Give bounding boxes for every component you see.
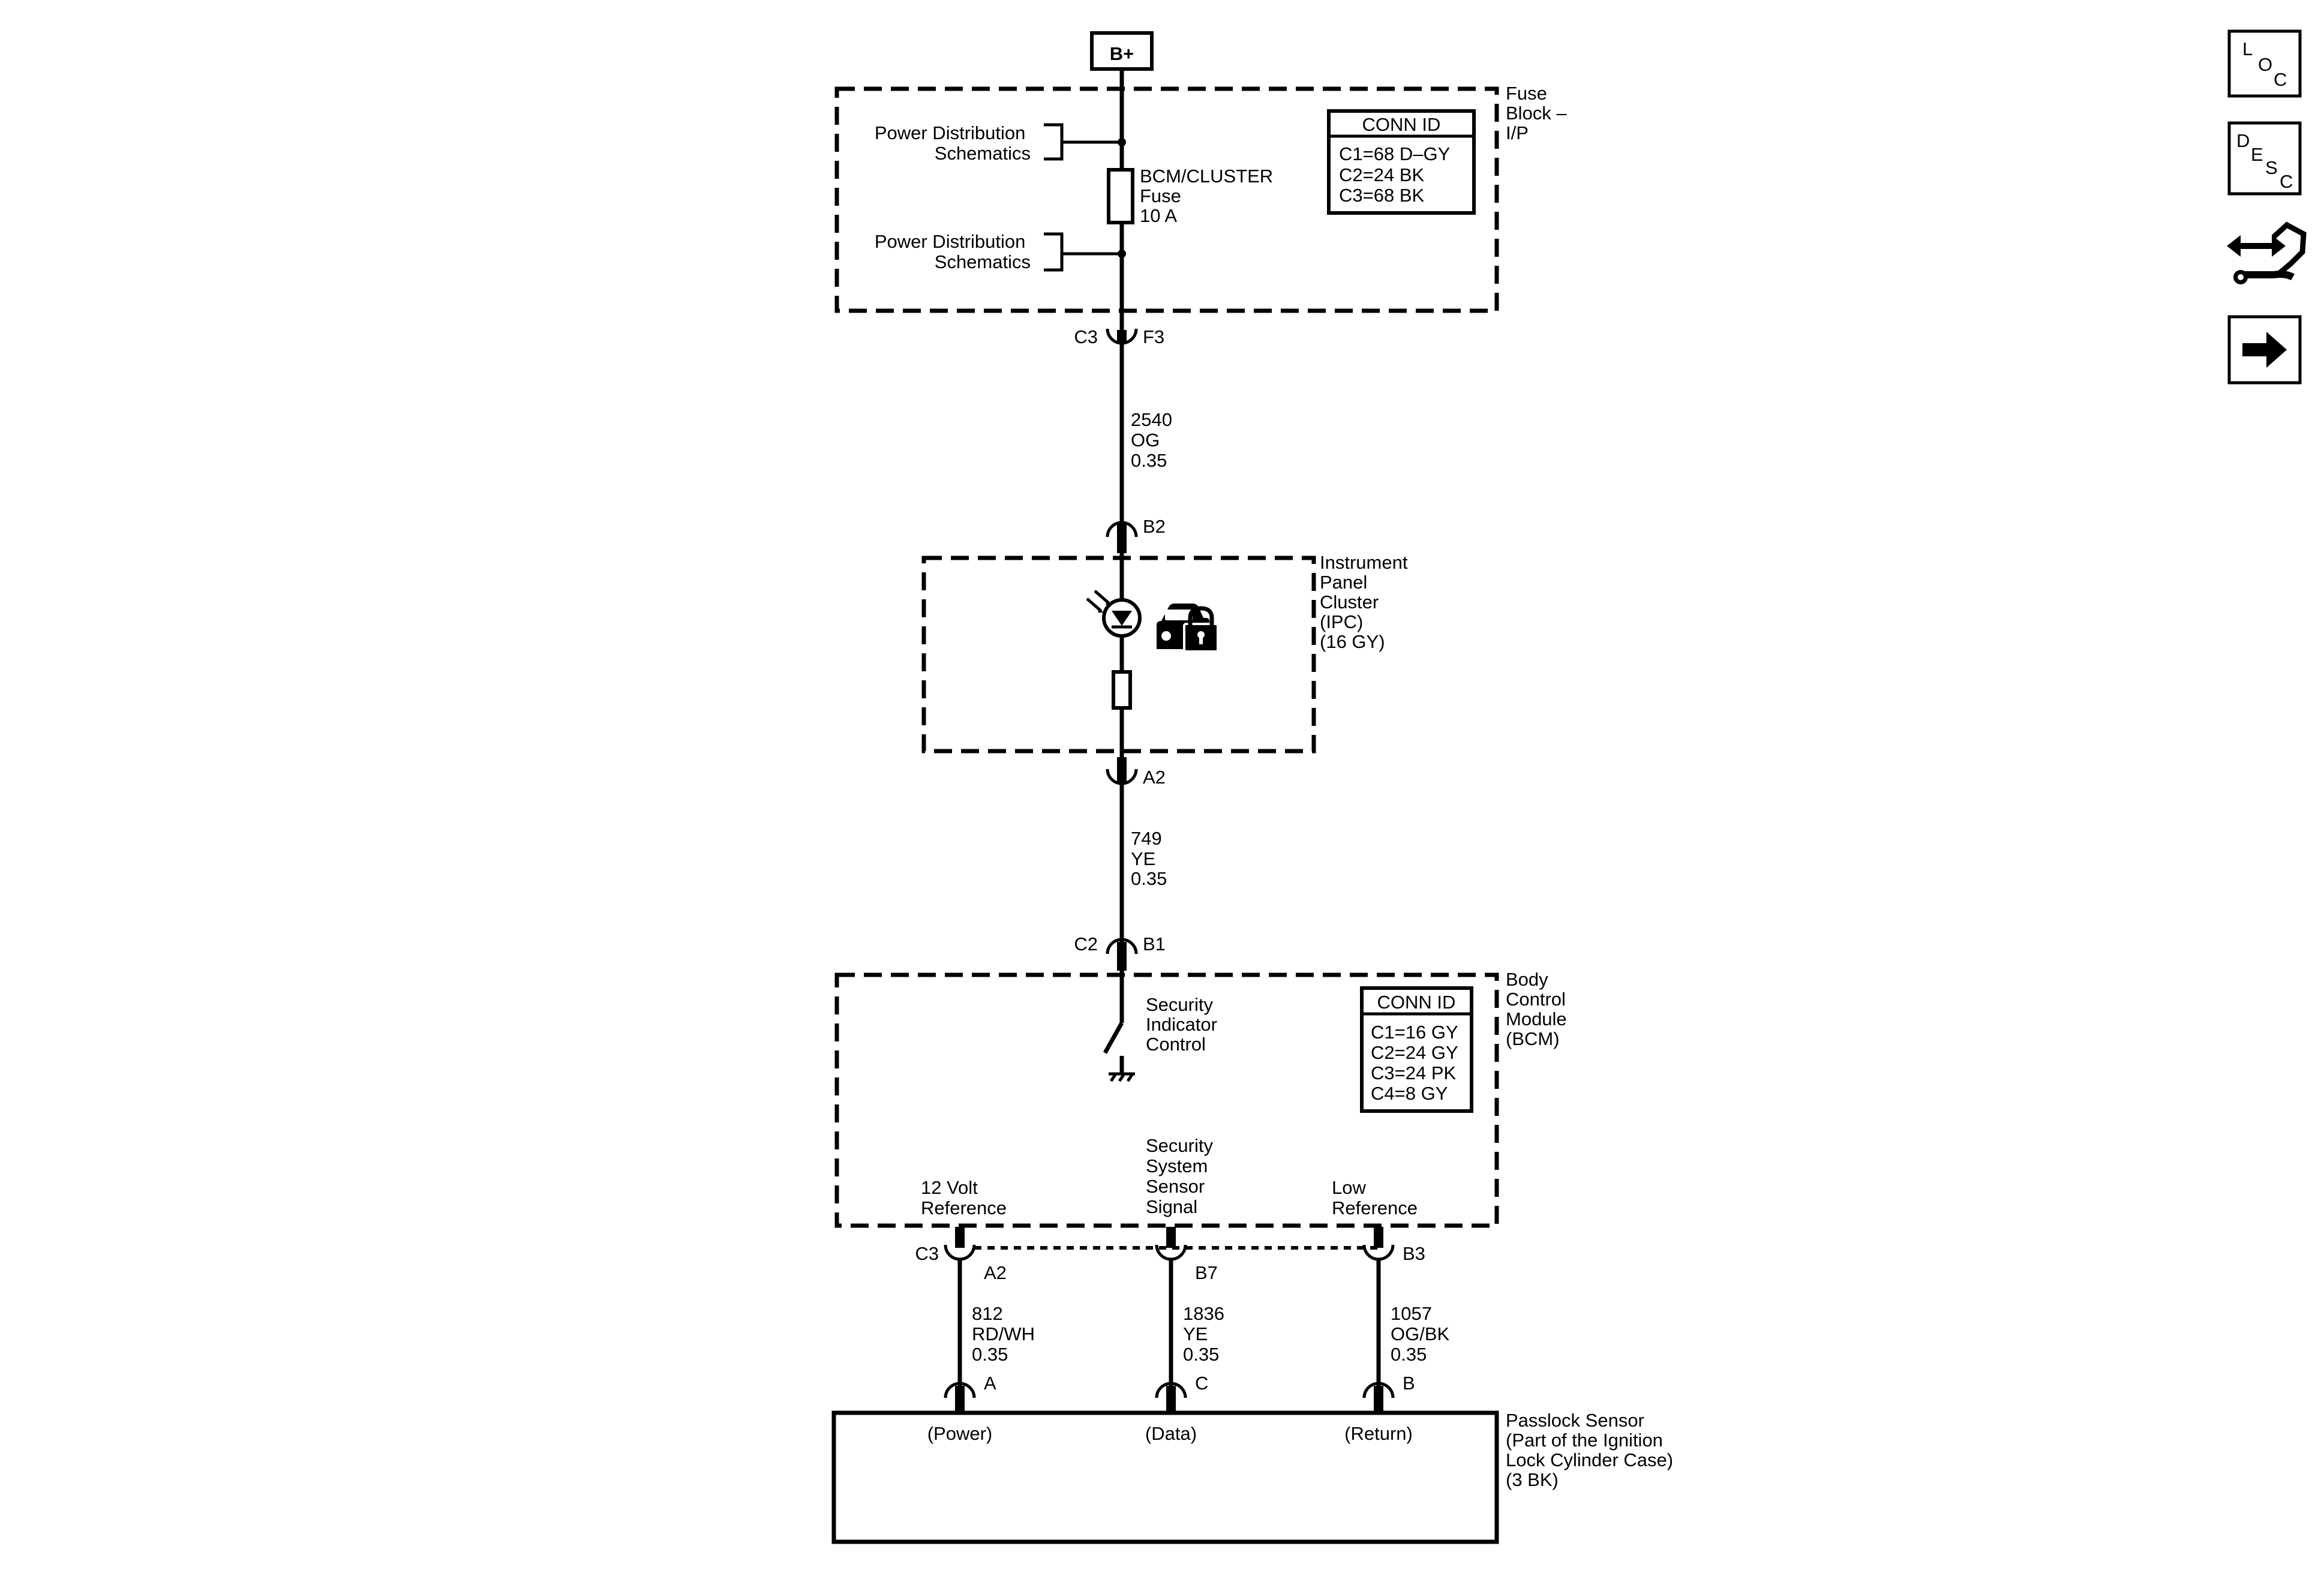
wire-812-label: 812 RD/WH 0.35 (972, 1303, 1040, 1365)
svg-text:CONN ID: CONN ID (1377, 992, 1456, 1013)
svg-text:C: C (1195, 1373, 1208, 1394)
power-distribution-bottom[interactable]: Power Distribution Schematics (875, 231, 1126, 272)
wire-1057-label: 1057 OG/BK 0.35 (1391, 1303, 1455, 1365)
led-icon (1086, 590, 1142, 638)
svg-text:C1=16 GY C2=24 GY: C1=16 GY C2=24 GY C3=24 PK C4=8 GY (1371, 1022, 1463, 1104)
power-distribution-top[interactable]: Power Distribution Schematics (875, 122, 1126, 164)
instrument-panel-cluster: Instrument Panel Cluster (IPC) (16 GY) (921, 552, 1413, 757)
svg-text:C1=68 D–GY C2=24 BK: C1=68 D–GY C2=24 BK C3=68 BK (1339, 143, 1455, 206)
svg-text:CONN ID: CONN ID (1362, 114, 1441, 135)
svg-text:O: O (2258, 54, 2272, 75)
security-indicator-switch (1103, 971, 1135, 1082)
passlock-name: Passlock Sensor (Part of the Ignition Lo… (1506, 1410, 1679, 1490)
fuse-symbol (1107, 168, 1134, 224)
low-ref-label: Low Reference (1332, 1177, 1418, 1218)
fuse-block-name: Fuse Block – I/P (1506, 83, 1572, 143)
supply-label: B+ (1110, 43, 1134, 64)
bcm-conn-id: CONN ID C1=16 GY C2=24 GY C3=24 PK C4=8 … (1360, 986, 1473, 1113)
svg-text:B2: B2 (1143, 516, 1166, 537)
svg-text:E: E (2251, 144, 2263, 165)
wire-2540-label: 2540 OG 0.35 (1131, 409, 1178, 471)
passlock-sensor: (Power) (Data) (Return) Passlock Sensor … (831, 1410, 1679, 1544)
connector-tools-icon[interactable] (2227, 221, 2307, 284)
svg-text:Power Distribution Sch: Power Distribution Schematics (875, 122, 1031, 164)
svg-text:A2: A2 (984, 1262, 1007, 1283)
sensor-pin-b: B (1362, 1373, 1415, 1413)
svg-text:C3: C3 (1074, 326, 1098, 347)
svg-text:A: A (984, 1373, 996, 1394)
svg-text:F3: F3 (1143, 326, 1164, 347)
svg-text:C: C (2274, 69, 2287, 90)
connector-a2: A2 (1106, 757, 1166, 788)
svg-text:B1: B1 (1143, 933, 1166, 954)
role-power: (Power) (927, 1423, 993, 1444)
fuse-block: Fuse Block – I/P Power Distribution Sche… (834, 83, 1572, 313)
bcm-name: Body Control Module (BCM) (1506, 969, 1572, 1049)
svg-text:B7: B7 (1195, 1262, 1218, 1283)
svg-text:C: C (2280, 171, 2293, 192)
desc-icon[interactable]: D E S C (2227, 121, 2302, 196)
fuse-block-conn-id: CONN ID C1=68 D–GY C2=24 BK C3=68 BK (1327, 109, 1476, 215)
svg-text:B3: B3 (1403, 1243, 1425, 1264)
svg-text:C3: C3 (915, 1243, 939, 1264)
fuse-label: BCM/CLUSTER Fuse 10 A (1140, 166, 1278, 226)
ipc-name: Instrument Panel Cluster (IPC) (16 GY) (1320, 552, 1413, 652)
svg-text:S: S (2265, 157, 2278, 178)
svg-text:Power Distribution Sch: Power Distribution Schematics (875, 231, 1031, 272)
connector-c3-bottom: C3 A2 B7 B3 (915, 1227, 1425, 1283)
body-control-module: Body Control Module (BCM) Security Indic… (834, 969, 1572, 1228)
svg-text:D: D (2236, 130, 2250, 151)
svg-text:B: B (1403, 1373, 1415, 1394)
connector-b2: B2 (1106, 516, 1166, 553)
role-return: (Return) (1344, 1423, 1413, 1444)
wire-1836-label: 1836 YE 0.35 (1183, 1303, 1230, 1365)
sensor-pin-a: A (944, 1373, 996, 1413)
svg-text:A2: A2 (1143, 767, 1166, 788)
svg-text:L: L (2242, 38, 2253, 59)
sensor-pin-c: C (1155, 1373, 1208, 1413)
connector-c3-f3: C3 F3 (1074, 326, 1164, 347)
wire-749-label: 749 YE 0.35 (1131, 828, 1167, 889)
svg-text:C2: C2 (1074, 933, 1098, 954)
connector-c2-b1: C2 B1 (1074, 933, 1166, 971)
switch-label: Security Indicator Control (1146, 994, 1223, 1055)
battery-supply: B+ (1090, 31, 1154, 71)
next-arrow-icon[interactable] (2227, 315, 2302, 385)
ref-12v-label: 12 Volt Reference (921, 1177, 1007, 1218)
resistor-symbol (1112, 670, 1132, 710)
loc-icon[interactable]: L O C (2227, 29, 2302, 98)
role-data: (Data) (1145, 1423, 1197, 1444)
security-lock-icon (1157, 604, 1219, 653)
sensor-signal-label: Security System Sensor Signal (1146, 1135, 1218, 1217)
